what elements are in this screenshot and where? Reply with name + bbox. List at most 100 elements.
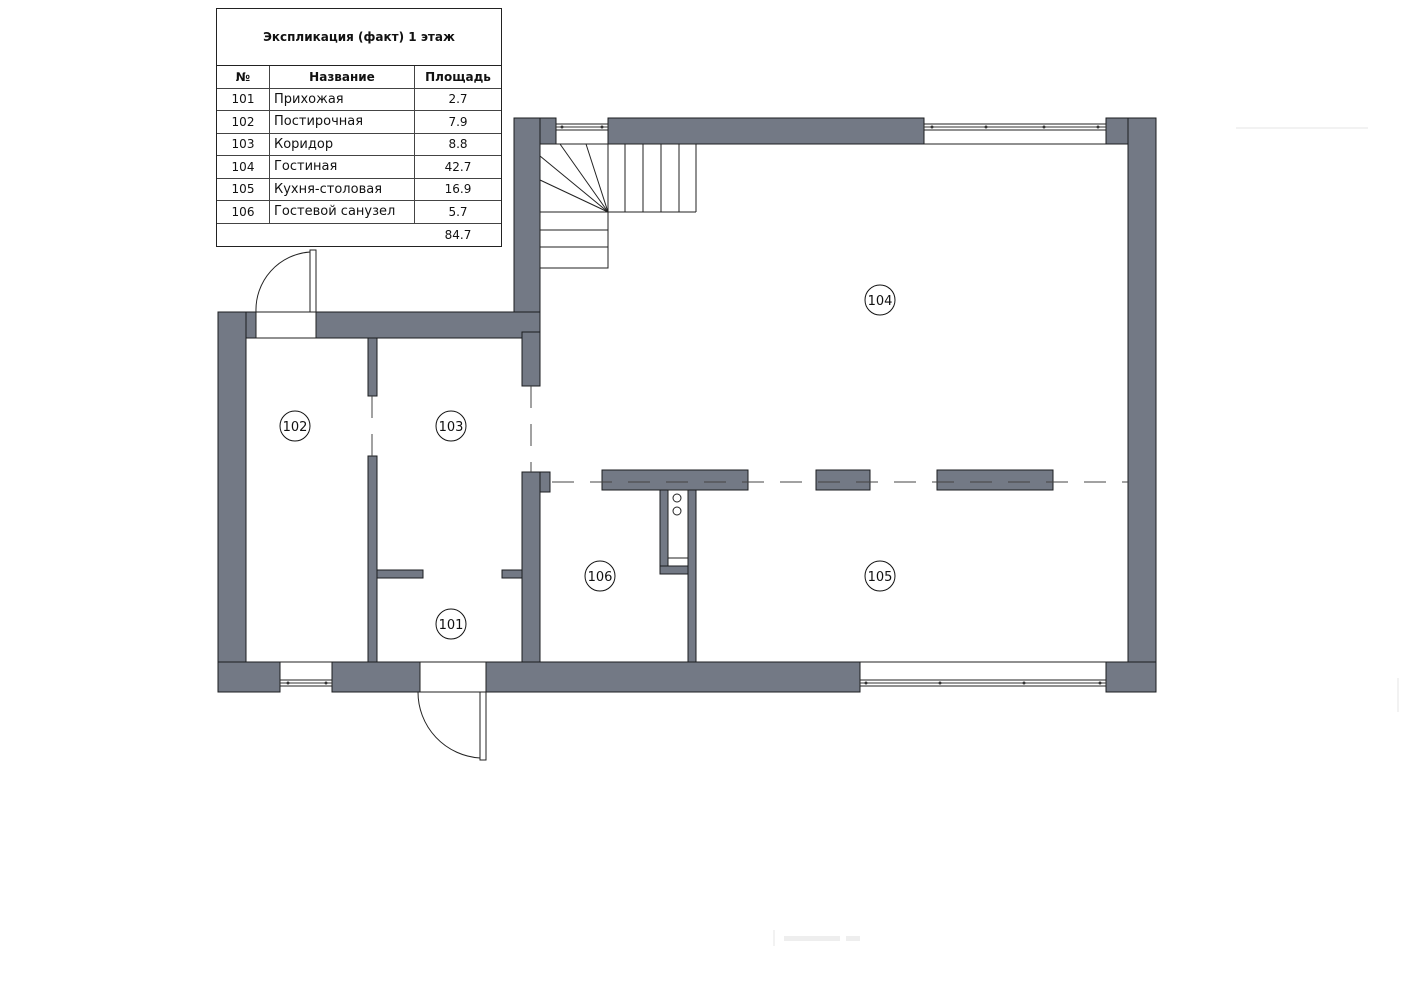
wall-segment — [331, 661, 421, 693]
stair-lower-flight — [539, 211, 609, 269]
explication-table: Экспликация (факт) 1 этаж № Название Пло… — [216, 8, 502, 247]
burner-icon — [672, 493, 682, 503]
door-leaf — [479, 691, 487, 761]
total-area: 84.7 — [444, 227, 472, 242]
room-name: Коридор — [270, 133, 415, 155]
burner-icon — [672, 506, 682, 516]
window-mullion — [1042, 125, 1046, 129]
wall-segment — [1127, 117, 1157, 693]
window-mullion — [1096, 125, 1100, 129]
room-label-106: 106 — [584, 560, 616, 592]
stair-outline — [540, 143, 609, 212]
window-mullion — [984, 125, 988, 129]
wall-segment — [217, 661, 281, 693]
room-number: 105 — [217, 178, 270, 200]
room-name: Гостевой санузел — [270, 201, 415, 223]
window-mullion — [864, 681, 868, 685]
watermark — [846, 936, 860, 941]
door-opening — [255, 311, 317, 339]
door-leaf — [309, 249, 317, 313]
room-label-circle — [435, 410, 467, 442]
wall-segment — [659, 489, 669, 575]
room-label-text: 105 — [868, 570, 893, 585]
room-area: 7.9 — [448, 114, 468, 129]
room-area: 5.7 — [448, 204, 468, 219]
room-area: 42.7 — [444, 159, 472, 174]
room-label-circle — [584, 560, 616, 592]
table-row: 102 Постирочная 7.9 — [217, 111, 501, 134]
wall-segment — [936, 469, 1054, 491]
table-total-row: 84.7 — [217, 224, 501, 247]
staircase — [539, 143, 697, 269]
table-row: 103 Коридор 8.8 — [217, 133, 501, 156]
niche-outline — [667, 489, 689, 559]
wall-segment — [367, 455, 378, 663]
room-label-102: 102 — [279, 410, 311, 442]
door-opening — [419, 661, 487, 693]
wall-segment — [217, 311, 247, 693]
room-label-105: 105 — [864, 560, 896, 592]
door-swing — [417, 691, 481, 759]
room-label-circle — [279, 410, 311, 442]
room-label-text: 106 — [588, 570, 613, 585]
window-mullion — [938, 681, 942, 685]
stair-winder — [539, 155, 609, 213]
stair-winder — [559, 143, 609, 213]
stair-winder — [585, 143, 609, 213]
wall-segment — [521, 471, 541, 663]
total-name-empty — [270, 224, 415, 247]
window-mullion — [324, 681, 328, 685]
wall-segment — [687, 489, 697, 663]
room-name: Кухня-столовая — [270, 178, 415, 200]
window-top-left — [555, 123, 609, 131]
room-label-104: 104 — [864, 284, 896, 316]
window-mullion — [560, 125, 564, 129]
wall-segment — [607, 117, 925, 145]
room-label-text: 103 — [439, 420, 464, 435]
window-bottom-left — [279, 661, 333, 687]
table-row: 101 Прихожая 2.7 — [217, 88, 501, 111]
room-label-text: 104 — [868, 294, 893, 309]
window-mullion — [1022, 681, 1026, 685]
wall-segment — [539, 471, 551, 493]
wall-segment — [315, 311, 541, 339]
header-name: Название — [270, 66, 415, 88]
wall-segment — [376, 569, 424, 579]
window-mullion — [1098, 681, 1102, 685]
room-name: Постирочная — [270, 111, 415, 133]
room-number: 104 — [217, 156, 270, 178]
door-swing — [255, 251, 311, 313]
watermark — [784, 936, 840, 941]
room-area: 2.7 — [448, 92, 468, 107]
room-label-circle — [864, 560, 896, 592]
room-label-101: 101 — [435, 608, 467, 640]
room-label-circle — [435, 608, 467, 640]
window-mullion — [930, 125, 934, 129]
wall-segment — [367, 337, 378, 397]
wall-segment — [485, 661, 861, 693]
room-number: 102 — [217, 111, 270, 133]
room-label-text: 102 — [283, 420, 308, 435]
wall-segment — [521, 331, 541, 387]
window-mullion — [286, 681, 290, 685]
window-top-right — [923, 123, 1107, 145]
table-title: Экспликация (факт) 1 этаж — [217, 9, 501, 66]
door-utility-exit — [255, 249, 317, 339]
wall-segment — [815, 469, 871, 491]
room-number: 106 — [217, 201, 270, 223]
sink-niche — [667, 489, 689, 559]
room-label-circle — [864, 284, 896, 316]
door-entrance — [417, 661, 487, 761]
room-name: Прихожая — [270, 88, 415, 110]
room-number: 103 — [217, 133, 270, 155]
wall-segment — [1105, 661, 1157, 693]
exterior-walls — [217, 117, 1157, 693]
window-bottom-right — [859, 661, 1107, 687]
interior-walls — [367, 337, 1054, 663]
table-header: № Название Площадь — [217, 66, 501, 89]
room-number: 101 — [217, 88, 270, 110]
room-area: 8.8 — [448, 137, 468, 152]
wall-segment — [601, 469, 749, 491]
room-area: 16.9 — [444, 182, 472, 197]
